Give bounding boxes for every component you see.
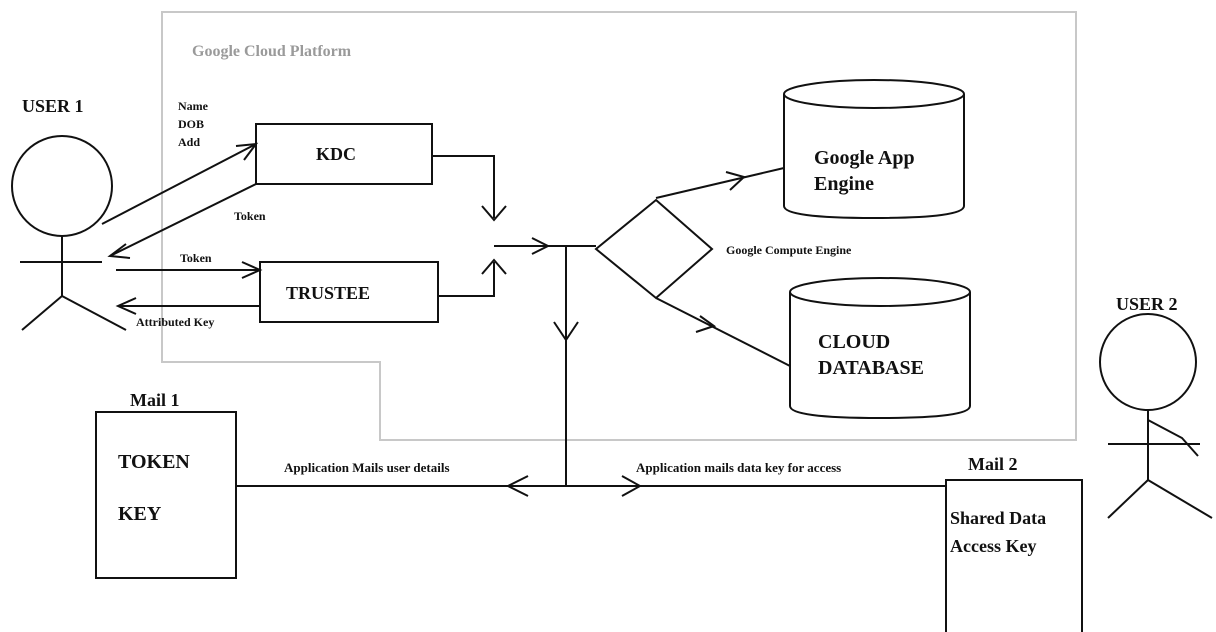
arrow-to-app-engine bbox=[655, 167, 785, 199]
compute-engine-label: Google Compute Engine bbox=[726, 243, 852, 257]
kdc-input-dob: DOB bbox=[178, 117, 204, 131]
kdc-input-name: Name bbox=[178, 99, 209, 113]
attributed-key-label: Attributed Key bbox=[136, 315, 214, 329]
kdc-box bbox=[255, 123, 433, 185]
mail-user-details-label: Application Mails user details bbox=[284, 460, 450, 475]
mail2-line2: Access Key bbox=[950, 536, 1036, 556]
arrow-to-cloud-database bbox=[655, 297, 791, 367]
arrow-kdc-token-to-user1 bbox=[107, 183, 257, 259]
mail1-line1: TOKEN bbox=[118, 451, 190, 473]
mail1-line2: KEY bbox=[118, 503, 162, 525]
cloud-platform-boundary bbox=[161, 11, 1077, 441]
token-from-kdc-label: Token bbox=[234, 209, 266, 223]
mail2-box bbox=[945, 479, 1083, 632]
app-engine-line2: Engine bbox=[814, 173, 874, 195]
arrow-user1-token-to-trustee bbox=[116, 261, 263, 279]
kdc-label: KDC bbox=[316, 144, 356, 164]
cloud-db-line1: CLOUD bbox=[818, 331, 890, 353]
arrow-trustee-key-to-user1 bbox=[115, 297, 260, 315]
mail-data-key-label: Application mails data key for access bbox=[636, 460, 841, 475]
token-to-trustee-label: Token bbox=[180, 251, 212, 265]
app-engine-cylinder bbox=[783, 79, 965, 220]
cloud-database-cylinder bbox=[789, 277, 971, 420]
user2-label: USER 2 bbox=[1116, 294, 1178, 314]
mail1-box bbox=[95, 411, 237, 579]
user2-figure bbox=[1099, 313, 1213, 519]
mail1-title: Mail 1 bbox=[130, 390, 180, 410]
user1-label: USER 1 bbox=[22, 96, 84, 116]
arrow-user1-to-kdc bbox=[101, 142, 259, 225]
trustee-label: TRUSTEE bbox=[286, 283, 370, 303]
platform-title: Google Cloud Platform bbox=[192, 43, 352, 60]
compute-engine-diamond bbox=[594, 198, 714, 300]
mail2-line1: Shared Data bbox=[950, 508, 1046, 528]
user1-figure bbox=[11, 135, 127, 331]
app-engine-line1: Google App bbox=[814, 147, 915, 169]
mail2-title: Mail 2 bbox=[968, 454, 1018, 474]
trustee-box bbox=[259, 261, 439, 323]
mail-distribution-connector bbox=[236, 246, 946, 497]
kdc-input-add: Add bbox=[178, 135, 200, 149]
merge-connector bbox=[432, 155, 596, 297]
cloud-db-line2: DATABASE bbox=[818, 357, 924, 379]
